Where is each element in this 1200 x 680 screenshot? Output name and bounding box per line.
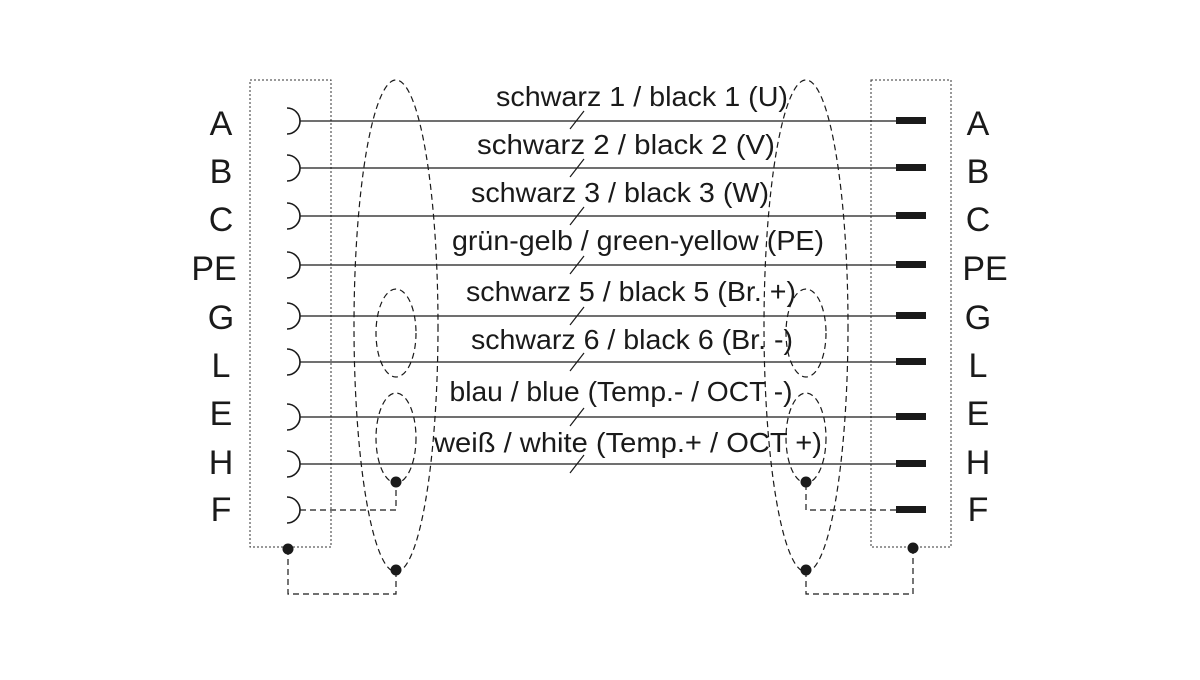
left-pin-label: E [210,395,233,433]
left-overall-shield [353,79,439,573]
left-pair-drain-link [300,482,397,511]
pin-contact-F [896,506,926,513]
junction-dots [282,476,919,576]
right-pin-label: E [967,395,990,433]
right-pin-labels: A B C PE G L E H F [962,105,1007,529]
leader-3 [569,206,585,226]
socket-contact-C [286,202,301,230]
socket-contact-E [286,403,301,431]
left-pin-label: H [209,444,234,482]
pin-contact-C [896,212,926,219]
right-pin-label: G [965,299,991,337]
wire-label-2: schwarz 2 / black 2 (V) [477,129,775,160]
left-pair-shield-2 [375,392,417,484]
left-pin-label: B [210,153,233,191]
pin-contact-E [896,413,926,420]
junction-dot [390,564,402,576]
wire-label-7: blau / blue (Temp.- / OCT -) [450,376,793,407]
socket-contact-PE [286,251,301,279]
junction-dot [390,476,402,488]
left-socket-contacts [286,107,301,524]
right-pin-label: F [968,491,989,529]
right-housing-drain-link [805,548,914,595]
right-pin-label: B [967,153,990,191]
right-pin-label: C [966,201,991,239]
wire-label-8: weiß / white (Temp.+ / OCT +) [433,427,822,458]
pin-contact-L [896,358,926,365]
leader-8 [569,454,585,474]
pin-contact-H [896,460,926,467]
pin-contact-G [896,312,926,319]
right-pair-shield-1 [785,288,827,378]
left-pin-label: F [211,491,232,529]
junction-dot [800,564,812,576]
leader-7 [569,407,585,427]
leader-4 [569,255,585,275]
left-pin-label: PE [191,250,236,288]
leader-6 [569,352,585,372]
label-leaders [569,110,585,474]
leader-1 [569,110,585,130]
left-pin-label: A [210,105,233,143]
left-housing-drain-link [287,549,397,595]
socket-contact-L [286,348,301,376]
wire-label-4: grün-gelb / green-yellow (PE) [452,225,824,256]
junction-dot [800,476,812,488]
wire-label-3: schwarz 3 / black 3 (W) [471,177,769,208]
right-pin-contacts [896,117,926,513]
wires [300,120,896,465]
pin-contact-A [896,117,926,124]
junction-dot [907,542,919,554]
junction-dot [282,543,294,555]
left-pair-shield-1 [375,288,417,378]
pin-contact-PE [896,261,926,268]
pin-contact-B [896,164,926,171]
drain-connections [287,482,914,595]
socket-contact-H [286,450,301,478]
wire-labels: schwarz 1 / black 1 (U) schwarz 2 / blac… [433,81,824,458]
socket-contact-B [286,154,301,182]
socket-contact-G [286,302,301,330]
leader-2 [569,158,585,178]
wire-label-6: schwarz 6 / black 6 (Br. -) [471,324,793,355]
socket-contact-A [286,107,301,135]
left-pin-labels: A B C PE G L E H F [191,105,236,529]
wire-label-1: schwarz 1 / black 1 (U) [496,81,788,112]
right-pair-drain-link [805,482,896,511]
left-pin-label: G [208,299,234,337]
left-pin-label: C [209,201,234,239]
wire-label-5: schwarz 5 / black 5 (Br. +) [466,276,796,307]
right-pin-label: L [969,347,988,385]
leader-5 [569,306,585,326]
right-pin-label: PE [962,250,1007,288]
right-connector-housing [870,79,952,548]
socket-contact-F [286,496,301,524]
right-pin-label: A [967,105,990,143]
right-pin-label: H [966,444,991,482]
left-pin-label: L [212,347,231,385]
